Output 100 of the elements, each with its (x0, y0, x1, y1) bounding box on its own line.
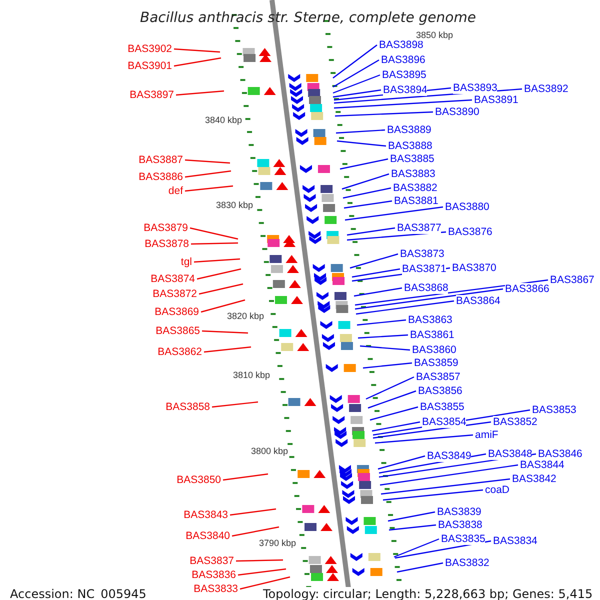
scale-label: 3810 kbp (232, 370, 270, 381)
leader-line (356, 319, 406, 326)
leader-line (194, 258, 240, 263)
leader-line (382, 489, 484, 501)
scale-label: 3830 kbp (216, 200, 253, 211)
gene-label: BAS3883 (391, 168, 436, 180)
gene-label: BAS3846 (538, 448, 582, 460)
gene-label: BAS3863 (408, 314, 452, 326)
gene-label: BAS3866 (505, 283, 550, 295)
leader-line (176, 90, 224, 96)
leader-line (332, 74, 380, 94)
gene-label: BAS3852 (493, 416, 538, 428)
gene-label: BAS3888 (388, 140, 432, 152)
gene-label: BAS3858 (166, 401, 210, 413)
leader-line (174, 57, 222, 67)
gene-label: BAS3889 (387, 124, 432, 136)
leader-line (334, 111, 434, 117)
gene-label: coaD (485, 484, 510, 496)
gene-label: BAS3891 (474, 94, 518, 106)
leader-line (198, 283, 244, 295)
gene-label: BAS3836 (192, 569, 236, 581)
leader-line (344, 200, 392, 209)
leader-line (354, 288, 504, 310)
leader-line (238, 568, 286, 576)
leader-line (174, 48, 220, 53)
gene-label: BAS3857 (416, 371, 460, 383)
gene-label: BAS3897 (130, 89, 174, 101)
gene-label: BAS3877 (397, 222, 442, 234)
gene-label: BAS3835 (441, 533, 486, 545)
leader-line (236, 559, 284, 562)
scale-label: 3820 kbp (226, 311, 264, 322)
gene-label: BAS3887 (138, 154, 183, 166)
leader-line (332, 44, 378, 78)
gene-label: BAS3869 (154, 306, 199, 318)
leader-line (200, 299, 246, 313)
gene-label: amiF (475, 429, 498, 441)
leader-line (346, 227, 396, 236)
leader-line (196, 268, 242, 280)
leader-line (184, 159, 230, 164)
gene-label: BAS3853 (532, 404, 576, 416)
leader-line (340, 158, 388, 170)
leader-line (354, 279, 548, 306)
gene-label: BAS3859 (414, 357, 458, 369)
leader-line (342, 187, 392, 199)
gene-label: BAS3874 (150, 273, 195, 285)
scale-label: 3850 kbp (416, 30, 454, 41)
gene-label: BAS3856 (418, 385, 462, 397)
gene-label: BAS3876 (448, 226, 492, 238)
leader-line (370, 406, 418, 421)
gene-label: def (168, 185, 183, 197)
gene-label: BAS3840 (186, 530, 230, 542)
gene-label: BAS3850 (176, 474, 221, 486)
leader-line (388, 524, 436, 531)
gene-label: BAS3901 (128, 60, 172, 72)
leader-line (380, 464, 518, 486)
gene-label: BAS3849 (427, 450, 472, 462)
leader-line (372, 421, 420, 432)
leader-line (222, 473, 268, 481)
leader-line (332, 89, 382, 98)
leader-line (378, 455, 426, 470)
leader-line (358, 334, 408, 339)
gene-label: BAS3862 (158, 346, 202, 358)
leader-line (240, 576, 290, 590)
gene-label: BAS3844 (520, 459, 564, 471)
leader-line (190, 242, 238, 245)
gene-label: BAS3879 (144, 222, 188, 234)
gene-label: BAS3864 (456, 295, 500, 307)
leader-line (184, 170, 232, 178)
leader-line (396, 562, 444, 573)
gene-label: BAS3878 (144, 238, 189, 250)
leader-line (184, 185, 234, 192)
leader-line (366, 376, 414, 400)
leader-line (202, 330, 248, 334)
leader-line (350, 253, 398, 269)
gene-label: BAS3872 (152, 288, 197, 300)
leader-line (344, 206, 444, 221)
gene-label: BAS3834 (493, 535, 538, 547)
gene-label: BAS3890 (435, 106, 480, 118)
gene-label: BAS3880 (445, 201, 490, 213)
gene-label: BAS3885 (390, 153, 434, 165)
gene-label: BAS3832 (445, 557, 490, 569)
gene-label: BAS3896 (381, 54, 426, 66)
gene-label: BAS3837 (190, 555, 234, 567)
leader-line (352, 268, 400, 278)
diagram-title: Bacillus anthracis str. Sterne, complete genome (140, 10, 476, 27)
leader-line (356, 300, 454, 315)
leader-line (394, 538, 440, 558)
leader-line (354, 287, 402, 297)
gene-label: BAS3882 (393, 182, 438, 194)
leader-line (336, 140, 386, 147)
gene-label: BAS3881 (394, 195, 438, 207)
gene-label: BAS3886 (138, 171, 183, 183)
leader-line (332, 59, 380, 88)
gene-label: BAS3861 (410, 329, 454, 341)
gene-label: BAS3871 (402, 263, 446, 275)
gene-label: BAS3898 (379, 39, 424, 51)
scale-label: 3790 kbp (258, 538, 296, 549)
gene-label: BAS3870 (452, 262, 496, 274)
gene-label: BAS3860 (412, 344, 456, 356)
scale-label: 3840 kbp (204, 115, 242, 126)
